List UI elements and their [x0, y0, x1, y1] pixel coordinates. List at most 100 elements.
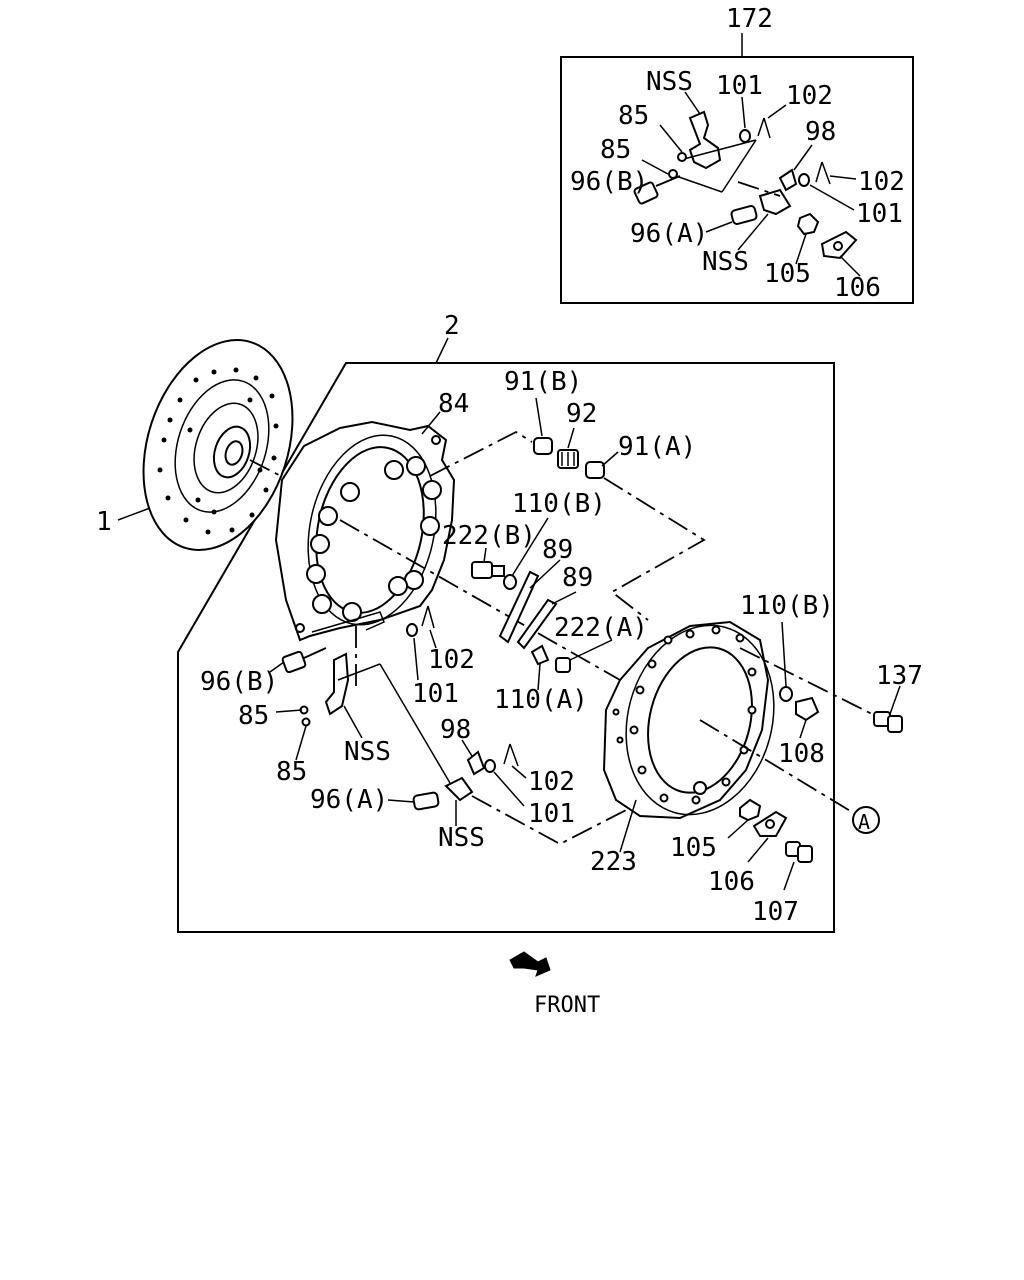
cover-bosses [306, 456, 442, 622]
inset-line-c [721, 139, 757, 193]
label-106-inset: 106 [834, 273, 881, 303]
front-arrow-icon [509, 951, 551, 977]
cover-link-bracket [311, 611, 385, 633]
leader-91b [535, 397, 543, 437]
pressure-plate-223 [602, 620, 775, 820]
leader-89b [551, 591, 577, 605]
label-98: 98 [440, 715, 471, 745]
leader-110b-b [781, 621, 787, 687]
label-108: 108 [778, 739, 825, 769]
label-nss-inset-bottom: NSS [702, 247, 749, 277]
leader-137 [889, 685, 901, 715]
label-106: 106 [708, 867, 755, 897]
part-91a [585, 461, 605, 479]
dash-to-137 [739, 647, 877, 717]
leader-101b [493, 771, 525, 807]
label-223: 223 [590, 847, 637, 877]
label-nss-b: NSS [438, 823, 485, 853]
label-nss-inset-top: NSS [646, 67, 693, 97]
cover-axis-line [339, 519, 621, 681]
leader-105 [727, 819, 749, 839]
dash-to-91b [429, 430, 533, 477]
part-106-hole [765, 819, 775, 829]
part-108 [795, 696, 820, 722]
label-96b-inset: 96(B) [570, 167, 648, 197]
label-91b: 91(B) [504, 367, 582, 397]
leader-96b [269, 661, 285, 673]
inset-cotter-102a [757, 117, 771, 139]
cover-inner-ring [307, 434, 437, 626]
main-assembly-group: 2 1 [96, 311, 923, 933]
disc-holes [157, 367, 279, 535]
inset-line-b [675, 175, 723, 193]
label-101-inset-b: 101 [856, 199, 903, 229]
leader-96a-inset [705, 221, 733, 233]
part-89a-strap [498, 570, 540, 644]
part-98-clip [466, 750, 486, 776]
part-102a-cotter [421, 605, 435, 629]
leader-85b [295, 725, 307, 761]
leader-102-inset-a [767, 104, 787, 119]
leader-107 [783, 861, 795, 891]
part-222a-bolt [555, 657, 571, 673]
inset-washer-101 [739, 129, 751, 143]
label-92: 92 [566, 399, 597, 429]
inset-plate-hole [833, 241, 843, 251]
label-222a: 222(A) [554, 613, 648, 643]
part-91b [533, 437, 553, 455]
leader-102-inset-b [829, 175, 857, 180]
label-110b-b: 110(B) [740, 591, 834, 621]
leader-92 [567, 427, 575, 449]
label-circle-a: A [858, 810, 870, 834]
leader-85-inset-a [659, 124, 683, 153]
label-101-inset: 101 [716, 71, 763, 101]
dash-to-ref-a [699, 719, 853, 813]
part-96a-bolt [412, 791, 440, 811]
label-front: FRONT [534, 993, 600, 1018]
label-102-inset-b: 102 [858, 167, 905, 197]
label-85-inset-a: 85 [618, 101, 649, 131]
label-91a: 91(A) [618, 432, 696, 462]
part-89b-strap [516, 598, 558, 650]
part-85b-pin [301, 717, 311, 727]
leader-89a [529, 559, 561, 589]
inset-dash-line [737, 181, 781, 197]
part-102b-cotter [503, 743, 519, 767]
leader-110b-a [511, 517, 549, 577]
linkage-rod [379, 663, 461, 801]
dash-91a-return [603, 477, 706, 621]
inset-frame [560, 56, 914, 304]
inset-bolt-96b [633, 181, 659, 205]
inset-pin-85b [668, 169, 678, 179]
label-85b: 85 [276, 757, 307, 787]
inset-bolt-96a [730, 205, 758, 225]
leader-101a [413, 637, 419, 681]
part-96b-shank [303, 647, 327, 659]
leader-105-inset [795, 233, 807, 265]
label-nss-a: NSS [344, 737, 391, 767]
leader-223 [619, 799, 637, 853]
part-110a-plate [530, 644, 550, 666]
leader-106 [747, 837, 769, 863]
plate-lug-hole [693, 781, 707, 795]
label-102a: 102 [428, 645, 475, 675]
leader-2 [435, 337, 449, 364]
leader-108 [799, 719, 807, 739]
inset-group-172: 172 [560, 4, 914, 304]
label-137: 137 [876, 661, 923, 691]
inset-pin-85a [677, 152, 687, 162]
label-105-inset: 105 [764, 259, 811, 289]
leader-102b [511, 765, 527, 779]
inset-clip-98 [778, 168, 798, 192]
part-101a-washer [406, 623, 418, 637]
label-172: 172 [726, 4, 773, 34]
leader-102a [429, 629, 437, 649]
pressure-plate-cover [274, 420, 621, 681]
label-102-inset-a: 102 [786, 81, 833, 111]
part-101b-washer [484, 759, 496, 773]
reference-a-circle [852, 806, 880, 834]
part-nss-lever-a [324, 652, 350, 716]
label-105: 105 [670, 833, 717, 863]
leader-91a [601, 451, 619, 467]
clutch-disc [142, 339, 301, 551]
